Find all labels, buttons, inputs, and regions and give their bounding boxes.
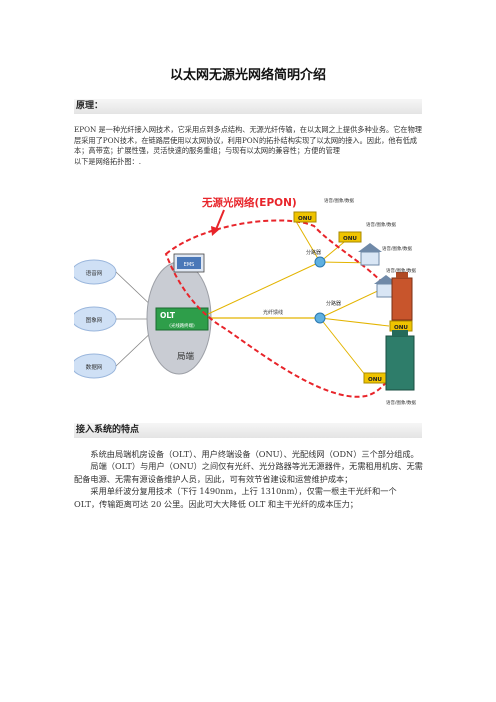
cloud-image: 图象网 <box>74 306 117 332</box>
cloud-voice: 语音网 <box>74 259 117 285</box>
features-paragraph: 采用单纤波分复用技术（下行 1490nm，上行 1310nm），仅需一根主干光纤… <box>74 486 397 509</box>
features-paragraph: 局端（OLT）与用户（ONU）之间仅有光纤、光分路器等光无源器件，无需租用机房、… <box>74 461 423 484</box>
section-heading-features: 接入系统的特点 <box>74 423 422 438</box>
onu-1: ONU <box>293 211 317 223</box>
epon-topology-diagram: 无源光网络(EPON) 语音网 图象网 数据网 EMS OLT (光线路终端) <box>74 196 417 406</box>
features-text: 系统由局端机房设备（OLT）、用户终端设备（ONU）、光配线网（ODN）三个部分… <box>74 448 424 510</box>
epon-label: 无源光网络(EPON) <box>201 196 297 209</box>
olt-sublabel: (光线路终端) <box>169 322 195 329</box>
olt-box: OLT (光线路终端) <box>155 307 209 331</box>
service-label: 语音/图象/数据 <box>366 221 397 228</box>
splitter-lower: 分路器 <box>314 300 341 324</box>
onu-3: ONU <box>389 320 413 332</box>
local-end-label: 局端 <box>177 351 195 362</box>
features-paragraph: 系统由局端机房设备（OLT）、用户终端设备（ONU）、光配线网（ODN）三个部分… <box>90 449 419 459</box>
onu-label: ONU <box>343 236 357 242</box>
olt-label: OLT <box>160 311 176 320</box>
building-icon <box>385 330 415 391</box>
fiber-label: 光纤馈线 <box>263 309 283 316</box>
building-icon <box>391 272 413 321</box>
splitter-upper: 分路器 <box>306 249 326 268</box>
splitter-label: 分路器 <box>306 249 321 256</box>
ems-label: EMS <box>184 262 195 268</box>
page-title: 以太网无源光网络简明介绍 <box>169 68 326 83</box>
intro-text: EPON 是一种光纤接入网技术，它采用点到多点结构、无源光纤传输，在以太网之上提… <box>74 125 424 167</box>
fiber-line <box>207 261 321 315</box>
service-label: 语音/图象/数据 <box>324 197 355 204</box>
service-label: 语音/图象/数据 <box>382 245 413 252</box>
section-heading-principle: 原理： <box>74 99 422 114</box>
cloud-label: 语音网 <box>86 269 103 277</box>
onu-4: ONU <box>363 372 387 384</box>
onu-label: ONU <box>368 377 382 383</box>
onu-label: ONU <box>394 325 408 331</box>
cloud-label: 数据网 <box>86 363 103 371</box>
intro-paragraph: 以下是网络拓扑图：. <box>74 156 141 166</box>
cloud-data: 数据网 <box>74 353 117 379</box>
service-label: 语音/图象/数据 <box>386 399 417 406</box>
cloud-label: 图象网 <box>86 316 103 324</box>
onu-2: ONU <box>338 231 362 243</box>
fiber-branches <box>293 217 390 377</box>
onu-label: ONU <box>298 216 312 222</box>
service-label: 语音/图象/数据 <box>386 267 417 274</box>
intro-paragraph: EPON 是一种光纤接入网技术，它采用点到多点结构、无源光纤传输，在以太网之上提… <box>74 125 422 156</box>
house-icon <box>358 243 382 266</box>
ems-terminal: EMS <box>173 253 205 273</box>
splitter-label: 分路器 <box>326 300 341 307</box>
